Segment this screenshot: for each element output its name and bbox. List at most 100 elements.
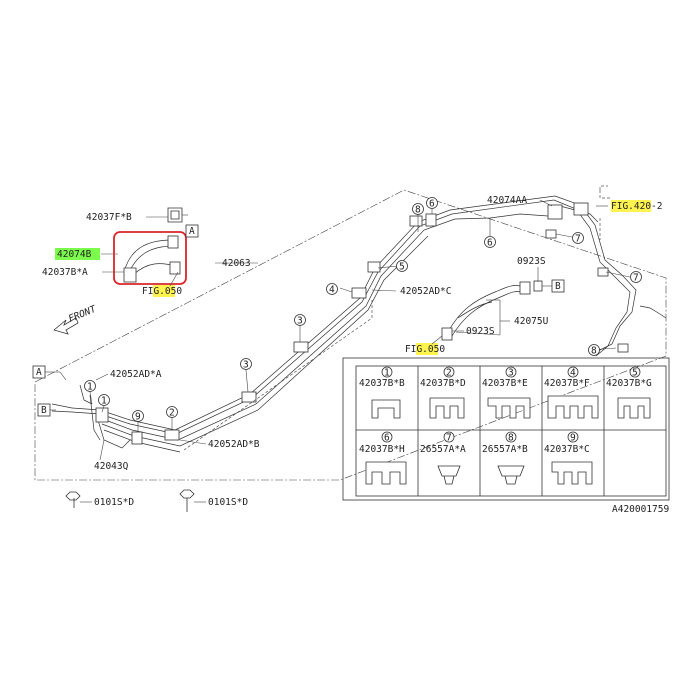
legend-cell-7[interactable]: 7 26557A*A: [420, 431, 466, 485]
legend-cell-8[interactable]: 8 26557A*B: [482, 431, 528, 485]
parts-legend: [342, 357, 670, 501]
bundle-clips: [95, 202, 629, 445]
svg-text:42037B*G: 42037B*G: [606, 378, 652, 389]
svg-text:42037B*B: 42037B*B: [359, 378, 405, 389]
svg-text:42037B*D: 42037B*D: [420, 378, 466, 389]
callout-6-top: 6: [426, 197, 438, 210]
part-label-42037f-b[interactable]: 42037F*B: [86, 212, 132, 223]
svg-text:7: 7: [575, 234, 581, 245]
bolt-0101s-left: [65, 491, 81, 508]
svg-text:7: 7: [633, 273, 639, 284]
svg-text:2: 2: [446, 368, 452, 379]
callout-7-right-b: 7: [630, 271, 642, 284]
clip-icon: [547, 395, 599, 419]
fig-ref-420[interactable]: FIG.420-2: [611, 201, 663, 212]
callout-1-b: 1: [98, 394, 110, 407]
svg-text:3: 3: [243, 360, 249, 371]
svg-text:42037B*H: 42037B*H: [359, 444, 405, 455]
ref-label-b-left: B: [41, 405, 47, 416]
clip-icon: [429, 397, 465, 419]
callout-8-top: 8: [412, 203, 424, 216]
hose-42075u: [447, 285, 521, 333]
fig420-bracket: [599, 185, 608, 190]
svg-text:42037B*F: 42037B*F: [544, 378, 590, 389]
clip-icon: [617, 397, 651, 419]
diagram-id: A420001759: [612, 504, 669, 515]
svg-text:4: 4: [329, 285, 335, 296]
part-label-0923s-top[interactable]: 0923S: [517, 256, 546, 267]
hose-detail-group: 42037F*B 42074B A 42037B*A FIG.050: [42, 207, 199, 297]
svg-text:5: 5: [632, 368, 638, 379]
callout-3-b: 3: [240, 358, 252, 371]
svg-text:3: 3: [508, 368, 514, 379]
bolt-icon: [179, 489, 195, 499]
ref-label-a-top: A: [189, 226, 195, 237]
clip-42037b-a: [123, 267, 137, 283]
svg-text:26557A*A: 26557A*A: [420, 444, 466, 455]
callout-9: 9: [132, 410, 144, 423]
callout-5: 5: [396, 260, 408, 273]
svg-text:6: 6: [429, 199, 435, 210]
svg-text:4: 4: [570, 368, 576, 379]
svg-text:5: 5: [399, 262, 405, 273]
svg-text:3: 3: [297, 316, 303, 327]
legend-cell-6[interactable]: 6 42037B*H: [359, 431, 407, 485]
highlight-fig050-bottom: [416, 343, 438, 355]
ref-label-a-left: A: [36, 367, 42, 378]
svg-text:8: 8: [415, 205, 421, 216]
highlight-fig050-top: [153, 285, 175, 297]
callout-1-a: 1: [84, 380, 96, 393]
hose-42074b: [123, 239, 173, 273]
legend-cell-5[interactable]: 5 42037B*G: [606, 366, 652, 419]
svg-text:1: 1: [87, 382, 93, 393]
svg-text:8: 8: [508, 433, 514, 444]
svg-text:7: 7: [446, 433, 452, 444]
svg-text:9: 9: [135, 412, 141, 423]
callout-2: 2: [166, 406, 178, 419]
clip-icon: [487, 397, 531, 419]
part-label-0101s-d-right[interactable]: 0101S*D: [208, 497, 248, 508]
legend-cell-3[interactable]: 3 42037B*E: [482, 366, 531, 419]
svg-text:42037B*E: 42037B*E: [482, 378, 528, 389]
callout-7-right-a: 7: [572, 232, 584, 245]
part-label-42075u[interactable]: 42075U: [514, 316, 549, 327]
hose-callout-box: [113, 231, 187, 285]
ref-box-a-top: [185, 224, 199, 238]
callout-3-a: 3: [294, 314, 306, 327]
part-label-42052ad-c[interactable]: 42052AD*C: [400, 286, 451, 297]
legend-frame: [342, 357, 670, 501]
legend-cells: 1 42037B*B 2 42037B*D 3 42037B*E 4 42037…: [359, 366, 652, 485]
clip-icon: [551, 461, 593, 485]
front-label: FRONT: [67, 303, 99, 324]
ref-label-b-right: B: [555, 281, 561, 292]
part-label-42063[interactable]: 42063: [222, 258, 251, 269]
legend-cell-4[interactable]: 4 42037B*F: [544, 366, 599, 419]
part-label-42037b-a[interactable]: 42037B*A: [42, 267, 88, 278]
part-label-42043q[interactable]: 42043Q: [94, 461, 129, 472]
dashed-link-center: [183, 300, 373, 451]
part-label-42074aa[interactable]: 42074AA: [487, 195, 527, 206]
svg-text:42037B*C: 42037B*C: [544, 444, 590, 455]
fig-ref-050-top[interactable]: FIG.050: [142, 286, 182, 297]
legend-cell-1[interactable]: 1 42037B*B: [359, 366, 405, 419]
highlight-fig420: [611, 200, 651, 212]
part-label-42052ad-b[interactable]: 42052AD*B: [208, 439, 260, 450]
legend-cell-2[interactable]: 2 42037B*D: [420, 366, 466, 419]
callout-4: 4: [326, 283, 338, 296]
fig-ref-050-bottom[interactable]: FIG.050: [405, 344, 445, 355]
hose-42075u-group: 0923S B 42075U 0923S FIG.050: [405, 256, 565, 355]
callout-8-right: 8: [588, 344, 600, 357]
legend-cell-9[interactable]: 9 42037B*C: [544, 431, 593, 485]
bolt-icon: [65, 491, 81, 501]
ref-box-b-right: [551, 279, 565, 293]
part-label-0101s-d-left[interactable]: 0101S*D: [94, 497, 134, 508]
front-direction-indicator: FRONT: [53, 303, 99, 335]
svg-text:1: 1: [101, 396, 107, 407]
clip-icon: [371, 399, 401, 419]
svg-text:6: 6: [487, 238, 493, 249]
callout-6-mid: 6: [484, 236, 496, 249]
part-label-42052ad-a[interactable]: 42052AD*A: [110, 369, 162, 380]
part-label-42074b[interactable]: 42074B: [57, 249, 92, 260]
part-label-0923s-bottom[interactable]: 0923S: [466, 326, 495, 337]
svg-text:8: 8: [591, 346, 597, 357]
